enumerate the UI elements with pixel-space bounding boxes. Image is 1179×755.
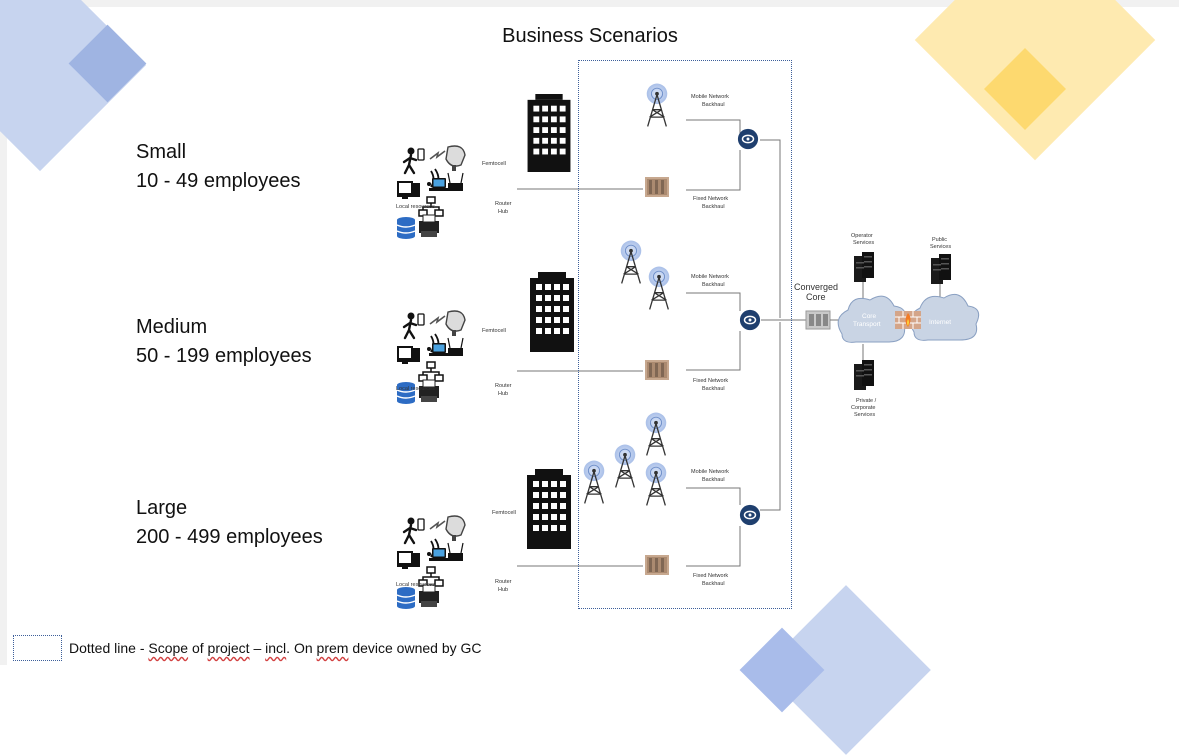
label-femtocell-large: Femtocell <box>492 510 516 516</box>
label-hub-small: Hub <box>498 209 508 215</box>
label-router-medium: Router <box>495 383 512 389</box>
label-fixed-backhaul-small-1: Fixed Network <box>693 196 728 202</box>
label-core-transport-2: Transport <box>853 321 881 328</box>
label-router-small: Router <box>495 201 512 207</box>
label-converged-core-2: Core <box>806 292 826 302</box>
label-local-resources-medium: Local resources <box>396 386 435 392</box>
label-private-services-2: Corporate <box>851 405 875 411</box>
label-fixed-backhaul-large-2: Backhaul <box>702 581 725 587</box>
label-local-resources-small: Local resources <box>396 204 435 210</box>
legend-project: project <box>207 640 250 656</box>
converged-core-device <box>805 310 831 330</box>
label-mobile-backhaul-large-1: Mobile Network <box>691 469 729 475</box>
label-mobile-backhaul-large-2: Backhaul <box>702 477 725 483</box>
label-hub-large: Hub <box>498 587 508 593</box>
label-femtocell-small: Femtocell <box>482 161 506 167</box>
label-hub-medium: Hub <box>498 391 508 397</box>
page-title: Business Scenarios <box>502 25 678 47</box>
scenario-small: Small 10 - 49 employees <box>136 138 301 196</box>
legend-rest: device owned by GC <box>348 640 482 656</box>
scenario-medium-size: 50 - 199 employees <box>136 345 312 367</box>
scenario-medium-name: Medium <box>136 316 208 338</box>
label-fixed-backhaul-small-2: Backhaul <box>702 204 725 210</box>
window-top-border <box>0 0 1179 7</box>
firewall-icon <box>895 311 921 329</box>
links-small <box>517 119 781 318</box>
site-medium <box>397 272 574 406</box>
label-mobile-backhaul-medium-1: Mobile Network <box>691 274 729 280</box>
label-local-resources-large: Local resources <box>396 582 435 588</box>
legend-prefix: Dotted line - <box>69 640 149 656</box>
public-services-server-icon <box>931 254 951 284</box>
legend-scope: Scope <box>148 640 189 656</box>
label-operator-services-2: Services <box>853 240 874 246</box>
label-router-large: Router <box>495 579 512 585</box>
label-fixed-backhaul-medium-1: Fixed Network <box>693 378 728 384</box>
legend-of: of <box>188 640 208 656</box>
window-left-border <box>0 0 7 665</box>
scenario-small-size: 10 - 49 employees <box>136 170 301 192</box>
label-mobile-backhaul-small-2: Backhaul <box>702 102 725 108</box>
label-operator-services-1: Operator <box>851 233 873 239</box>
legend-text: Dotted line - Scope of project – incl. O… <box>69 640 482 656</box>
label-private-services-3: Services <box>854 412 875 418</box>
legend-dotted-swatch <box>13 635 62 661</box>
scenario-large: Large 200 - 499 employees <box>136 494 323 552</box>
scenario-medium: Medium 50 - 199 employees <box>136 313 312 371</box>
legend-on: . On <box>286 640 317 656</box>
core-transport-cloud <box>837 295 907 343</box>
legend-prem: prem <box>316 640 349 656</box>
label-core-transport-1: Core <box>862 313 876 320</box>
operator-services-server-icon <box>854 252 874 282</box>
project-scope-dotted-box <box>578 60 792 609</box>
legend-incl: incl <box>265 640 287 656</box>
label-mobile-backhaul-medium-2: Backhaul <box>702 282 725 288</box>
label-femtocell-medium: Femtocell <box>482 328 506 334</box>
links-medium <box>517 292 810 372</box>
internet-cloud <box>909 293 980 341</box>
site-large <box>397 469 571 611</box>
label-mobile-backhaul-small-1: Mobile Network <box>691 94 729 100</box>
private-services-server-icon <box>854 360 874 390</box>
label-public-services-1: Public <box>932 237 947 243</box>
scenario-small-name: Small <box>136 141 187 163</box>
legend-dash: – <box>249 640 266 656</box>
label-internet: Internet <box>929 319 951 326</box>
label-private-services-1: Private / <box>856 398 877 404</box>
links-large <box>517 322 781 567</box>
label-public-services-2: Services <box>930 244 951 250</box>
scenario-large-name: Large <box>136 497 188 519</box>
label-fixed-backhaul-large-1: Fixed Network <box>693 573 728 579</box>
label-fixed-backhaul-medium-2: Backhaul <box>702 386 725 392</box>
network-diagram: Femtocell Router Hub Local resources Fem… <box>396 82 980 611</box>
scenario-large-size: 200 - 499 employees <box>136 526 323 548</box>
label-converged-core-1: Converged <box>794 282 838 292</box>
